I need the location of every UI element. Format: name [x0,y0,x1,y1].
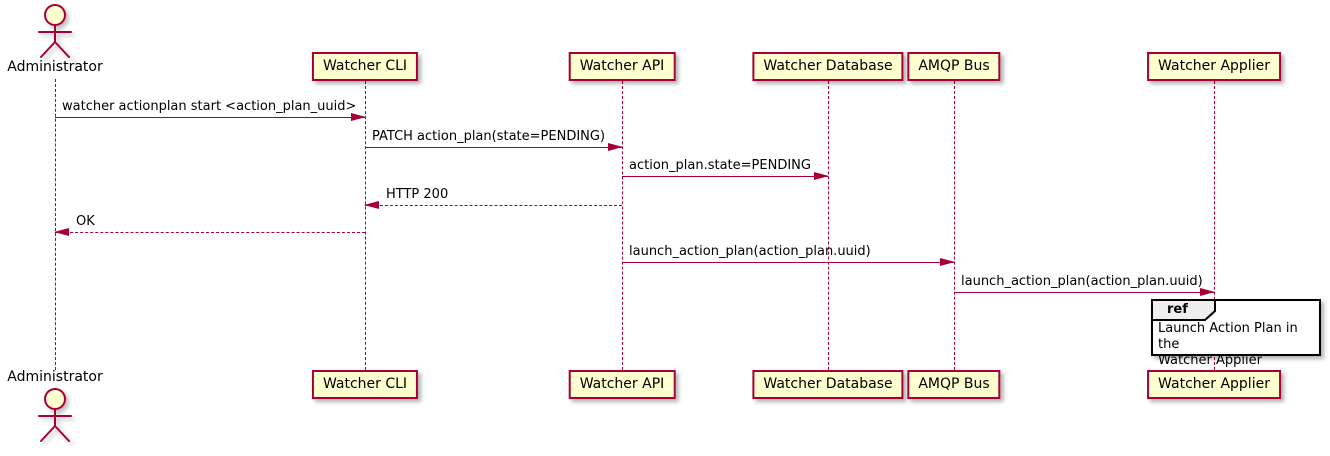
participant-watcher-database-bottom: Watcher Database [752,370,904,399]
message-launch-action-plan-applier: launch_action_plan(action_plan.uuid) [954,271,1215,296]
ref-text-line: Watcher Applier [1158,353,1262,368]
arrowhead-right-icon [608,143,623,151]
arrowhead-right-icon [814,172,829,180]
message-http-200: HTTP 200 [364,184,622,209]
participant-watcher-cli: Watcher CLI [311,52,419,81]
lifeline-watcher-api [622,81,623,370]
message-label: watcher actionplan start <action_plan_uu… [62,99,357,114]
lifeline-amqp-bus [954,81,955,370]
actor-label: Administrator [7,59,103,75]
ref-text-line: Launch Action Plan in the [1158,321,1298,352]
message-patch-action-plan: PATCH action_plan(state=PENDING) [365,126,623,151]
lifeline-watcher-cli [365,81,366,370]
participant-watcher-api: Watcher API [568,52,676,81]
lifeline-watcher-database [828,81,829,370]
participant-watcher-api-bottom: Watcher API [568,370,676,399]
ref-text: Launch Action Plan in the Watcher Applie… [1158,321,1317,369]
message-label: action_plan.state=PENDING [629,158,811,173]
message-ok: OK [54,211,365,236]
participant-amqp-bus-bottom: AMQP Bus [907,370,1001,399]
participant-watcher-database: Watcher Database [752,52,904,81]
message-state-pending: action_plan.state=PENDING [622,155,829,180]
participant-watcher-applier-bottom: Watcher Applier [1147,370,1281,399]
arrowhead-right-icon [351,113,366,121]
message-label: launch_action_plan(action_plan.uuid) [961,274,1203,289]
ref-keyword: ref [1167,302,1188,317]
message-line [55,232,365,233]
participant-watcher-cli-bottom: Watcher CLI [311,370,419,399]
message-actionplan-start: watcher actionplan start <action_plan_uu… [55,96,366,121]
participant-watcher-applier: Watcher Applier [1147,52,1281,81]
actor-icon-bottom [38,388,72,442]
message-line [365,205,622,206]
arrowhead-left-icon [364,201,379,209]
message-line [622,262,954,263]
ref-tab-icon [1151,299,1216,321]
message-line [365,147,622,148]
actor-label-bottom: Administrator [7,369,103,385]
lifeline-administrator [55,79,56,370]
arrowhead-right-icon [940,258,955,266]
message-line [622,176,828,177]
actor-icon [38,4,72,58]
message-label: HTTP 200 [386,187,449,202]
message-line [55,117,365,118]
lifeline-watcher-applier [1214,81,1215,370]
message-line [954,292,1214,293]
message-label: OK [76,214,95,229]
message-launch-action-plan-amqp: launch_action_plan(action_plan.uuid) [622,241,955,266]
arrowhead-left-icon [54,228,69,236]
ref-fragment: ref Launch Action Plan in the Watcher Ap… [1151,299,1321,368]
participant-amqp-bus: AMQP Bus [907,52,1001,81]
arrowhead-right-icon [1200,288,1215,296]
message-label: launch_action_plan(action_plan.uuid) [629,244,871,259]
message-label: PATCH action_plan(state=PENDING) [372,129,606,144]
